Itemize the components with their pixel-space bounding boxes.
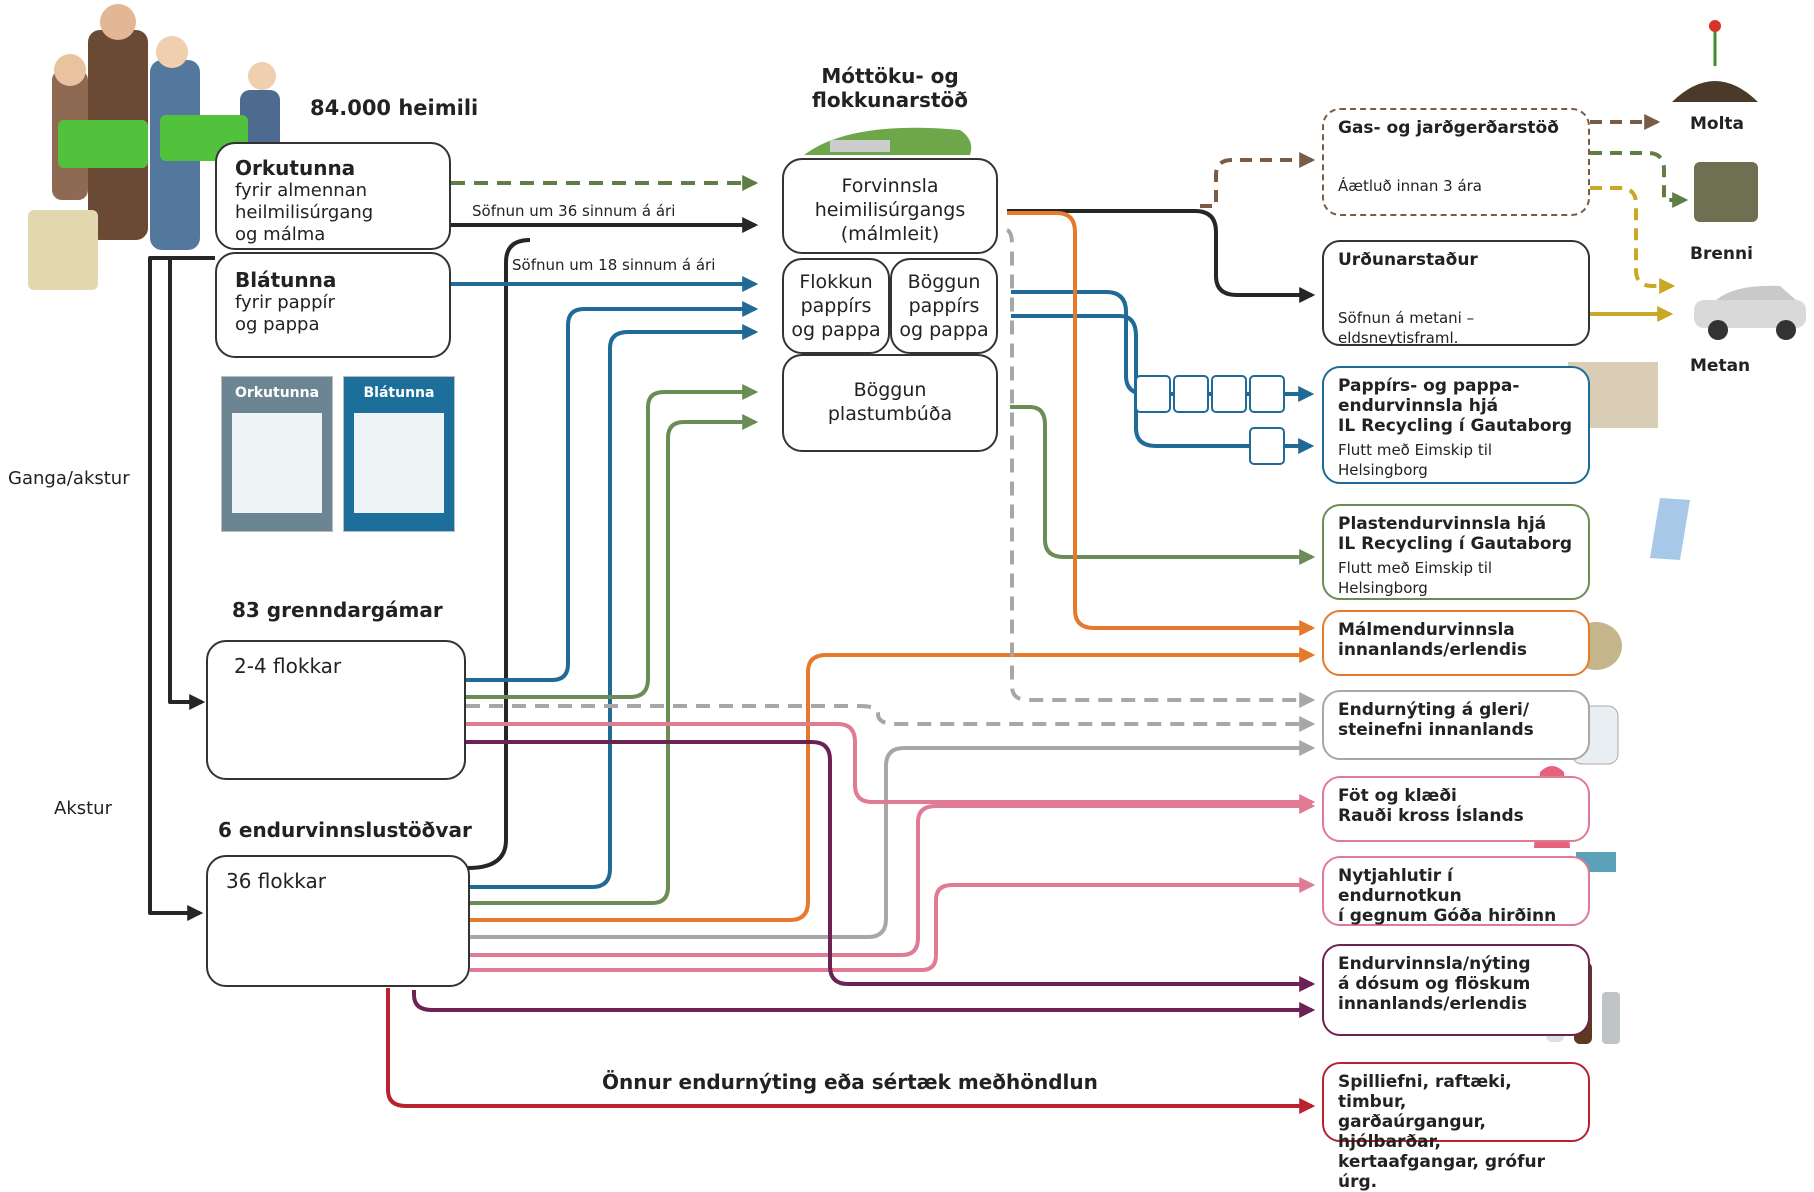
flow-households-to-stations [148,256,215,921]
molta-icon [1672,20,1758,102]
blatunna-frequency: Söfnun um 18 sinnum á ári [512,256,716,274]
flow-households-to-grenndargamar [168,256,215,710]
flokkun-box: Flokkun pappírs og pappa [782,258,890,354]
flokkun-label: Flokkun pappírs og pappa [791,271,881,341]
flow-gas-to-metan [1590,186,1676,294]
endurvinnslustodvar-box: 36 flokkar [206,855,470,987]
flow-stations-nytjahlutir [470,877,1316,972]
destination-dosir: Endurvinnsla/nýting á dósum og flöskum i… [1322,944,1590,1036]
flow-gamar-plastic [466,384,759,699]
flow-stations-cans [412,990,1316,1018]
destination-gas: Gas- og jarðgerðarstöð Áætluð innan 3 ár… [1322,108,1590,216]
blatunna-poster-body [354,413,444,513]
destination-fot-title: Föt og klæði Rauði kross Íslands [1338,786,1524,826]
endurvinnslustodvar-label: 36 flokkar [226,869,326,893]
destination-urdun: Urðunarstaður Söfnun á metani – eldsneyt… [1322,240,1590,347]
blatunna-poster: Blátunna [343,376,455,532]
orkutunna-poster-title: Orkutunna [234,385,320,401]
destination-pappir-sub: Flutt með Eimskip til Helsingborg [1338,441,1493,479]
forvinnsla-box: Forvinnsla heimilisúrgangs (málmleit) [782,158,998,254]
boggun-pappirs-label: Böggun pappírs og pappa [899,271,989,341]
paper-type-icons [1135,375,1285,465]
flow-stations-hazard [386,988,1316,1114]
flow-forvinnsla-glass [1006,228,1316,708]
grenndargamar-label: 2-4 flokkar [234,654,342,678]
destination-urdun-sub: Söfnun á metani – eldsneytisframl. [1338,309,1475,347]
product-molta: Molta [1690,114,1745,134]
flow-forvinnsla-to-urdun [1007,209,1316,303]
households-count: 84.000 heimili [310,96,479,120]
flow-forvinnsla-to-gas [1200,152,1316,208]
destination-malmar: Málmendurvinnsla innanlands/erlendis [1322,610,1590,676]
other-treatment-label: Önnur endurnýting eða sértæk meðhöndlun [602,1070,1098,1094]
destination-gas-sub: Áætluð innan 3 ára [1338,177,1483,195]
destination-spilliefni-title: Spilliefni, raftæki, timbur, garðaúrgang… [1338,1072,1545,1192]
drive-label: Akstur [54,798,112,819]
destination-gler-title: Endurnýting á gleri/ steinefni innanland… [1338,700,1534,740]
flow-stations-to-forvinnsla [467,238,531,870]
flow-stations-textiles [470,798,1316,957]
station-building-icon [804,127,972,155]
metan-car-icon [1694,285,1806,340]
blatunna-poster-title: Blátunna [363,385,435,401]
station-title: Móttöku- og flokkunarstöð [812,64,968,112]
flow-stations-paper [470,324,759,889]
destination-nytjahlutir-title: Nytjahlutir í endurnotkun í gegnum Góða … [1338,866,1557,926]
boggun-pappirs-box: Böggun pappírs og pappa [890,258,998,354]
destination-pappir-title: Pappírs- og pappa- endurvinnsla hjá IL R… [1338,376,1573,436]
flow-stations-plastic [470,414,759,905]
destination-urdun-title: Urðunarstaður [1338,250,1478,270]
destination-plast-sub: Flutt með Eimskip til Helsingborg [1338,559,1493,597]
flow-gamar-glass [466,704,1316,732]
flow-gamar-textiles [466,722,1316,810]
orkutunna-title: Orkutunna [235,156,356,180]
boggun-plast-box: Böggun plastumbúða [782,354,998,452]
destination-gler: Endurnýting á gleri/ steinefni innanland… [1322,690,1590,760]
flow-gamar-cans [466,740,1316,992]
orkutunna-box: Orkutunna fyrir almennan heilmilisúrgang… [215,142,451,250]
orkutunna-poster-body [232,413,322,513]
orkutunna-desc: fyrir almennan heilmilisúrgang og málma [235,180,374,245]
destination-spilliefni: Spilliefni, raftæki, timbur, garðaúrgang… [1322,1062,1590,1192]
product-metan: Metan [1690,356,1751,376]
forvinnsla-label: Forvinnsla heimilisúrgangs (málmleit) [814,175,966,245]
destination-plast-title: Plastendurvinnsla hjá IL Recycling í Gau… [1338,514,1573,554]
walk-drive-label: Ganga/akstur [8,468,130,489]
blatunna-title: Blátunna [235,268,337,292]
grenndargamar-heading: 83 grenndargámar [232,598,443,622]
destination-dosir-title: Endurvinnsla/nýting á dósum og flöskum i… [1338,954,1531,1014]
destination-malmar-title: Málmendurvinnsla innanlands/erlendis [1338,620,1527,660]
orkutunna-poster: Orkutunna [221,376,333,532]
destination-nytjahlutir: Nytjahlutir í endurnotkun í gegnum Góða … [1322,856,1590,926]
flow-forvinnsla-metal [1007,211,1316,636]
flow-gamar-paper-1 [466,301,759,682]
destination-plast: Plastendurvinnsla hjá IL Recycling í Gau… [1322,504,1590,600]
product-brenni: Brenni [1690,244,1753,264]
family-illustration [28,4,280,290]
brenni-icon [1694,162,1758,222]
blatunna-box: Blátunna fyrir pappír og pappa [215,252,451,358]
boggun-plast-label: Böggun plastumbúða [827,379,953,425]
destination-gas-title: Gas- og jarðgerðarstöð [1338,118,1559,138]
flow-plast-to-plastendurvinnsla [1010,405,1316,565]
flow-stations-glass [470,740,1316,939]
flow-stations-metal [470,647,1316,922]
endurvinnslustodvar-heading: 6 endurvinnslustöðvar [218,818,472,842]
destination-pappir: Pappírs- og pappa- endurvinnsla hjá IL R… [1322,366,1590,484]
destination-fot: Föt og klæði Rauði kross Íslands [1322,776,1590,842]
orkutunna-frequency: Söfnun um 36 sinnum á ári [472,202,676,220]
flow-urdun-to-brenni [1590,151,1689,208]
blatunna-desc: fyrir pappír og pappa [235,292,335,335]
grenndargamar-box: 2-4 flokkar [206,640,466,780]
